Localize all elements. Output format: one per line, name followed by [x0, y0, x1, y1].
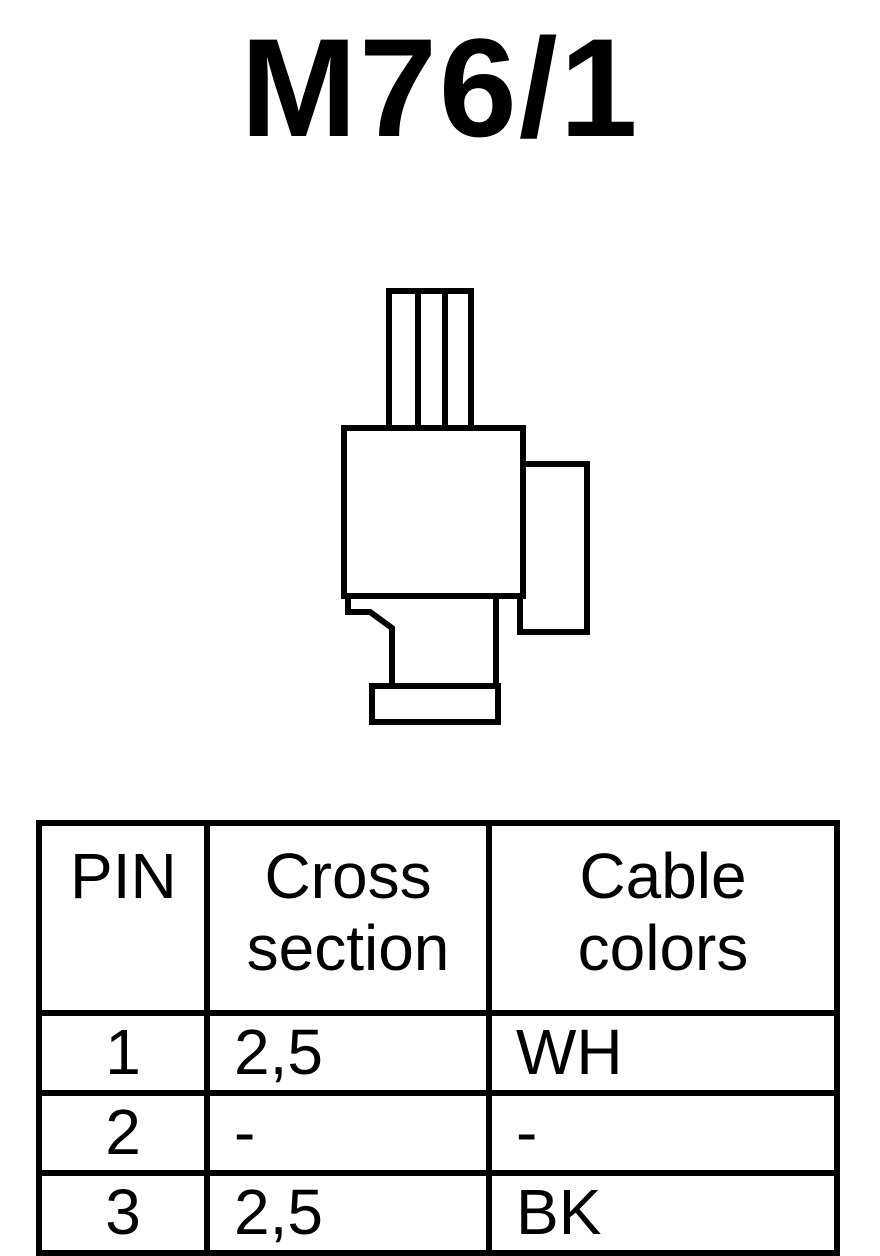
- connector-latch: [517, 461, 590, 635]
- table-row: 1 2,5 WH: [36, 1010, 840, 1096]
- cable-bundle: [386, 288, 474, 431]
- cell-cable-color: -: [486, 1090, 840, 1176]
- cell-pin: 2: [36, 1090, 210, 1176]
- diagram-title: M76/1: [240, 9, 640, 166]
- header-pin: PIN: [36, 820, 210, 1016]
- connector-foot: [369, 683, 501, 725]
- table-row: 3 2,5 BK: [36, 1170, 840, 1256]
- connector-housing: [341, 425, 526, 599]
- cell-pin: 3: [36, 1170, 210, 1256]
- header-color-line2: colors: [577, 912, 749, 984]
- cell-cross-section: 2,5: [204, 1170, 492, 1256]
- header-cross-line2: section: [246, 912, 450, 984]
- connector-stem: [345, 593, 499, 689]
- cell-cross-section: 2,5: [204, 1010, 492, 1096]
- header-cross-line1: Cross: [264, 840, 432, 912]
- table-header-row: PIN Cross section Cable colors: [36, 820, 840, 1016]
- cell-cross-section: -: [204, 1090, 492, 1176]
- header-color-line1: Cable: [579, 840, 747, 912]
- cell-cable-color: BK: [486, 1170, 840, 1256]
- cell-pin: 1: [36, 1010, 210, 1096]
- cell-cable-color: WH: [486, 1010, 840, 1096]
- table-row: 2 - -: [36, 1090, 840, 1176]
- pin-table: PIN Cross section Cable colors 1 2,5 WH …: [36, 820, 840, 1256]
- header-pin-label: PIN: [70, 840, 177, 912]
- header-cross-section: Cross section: [204, 820, 492, 1016]
- header-cable-colors: Cable colors: [486, 820, 840, 1016]
